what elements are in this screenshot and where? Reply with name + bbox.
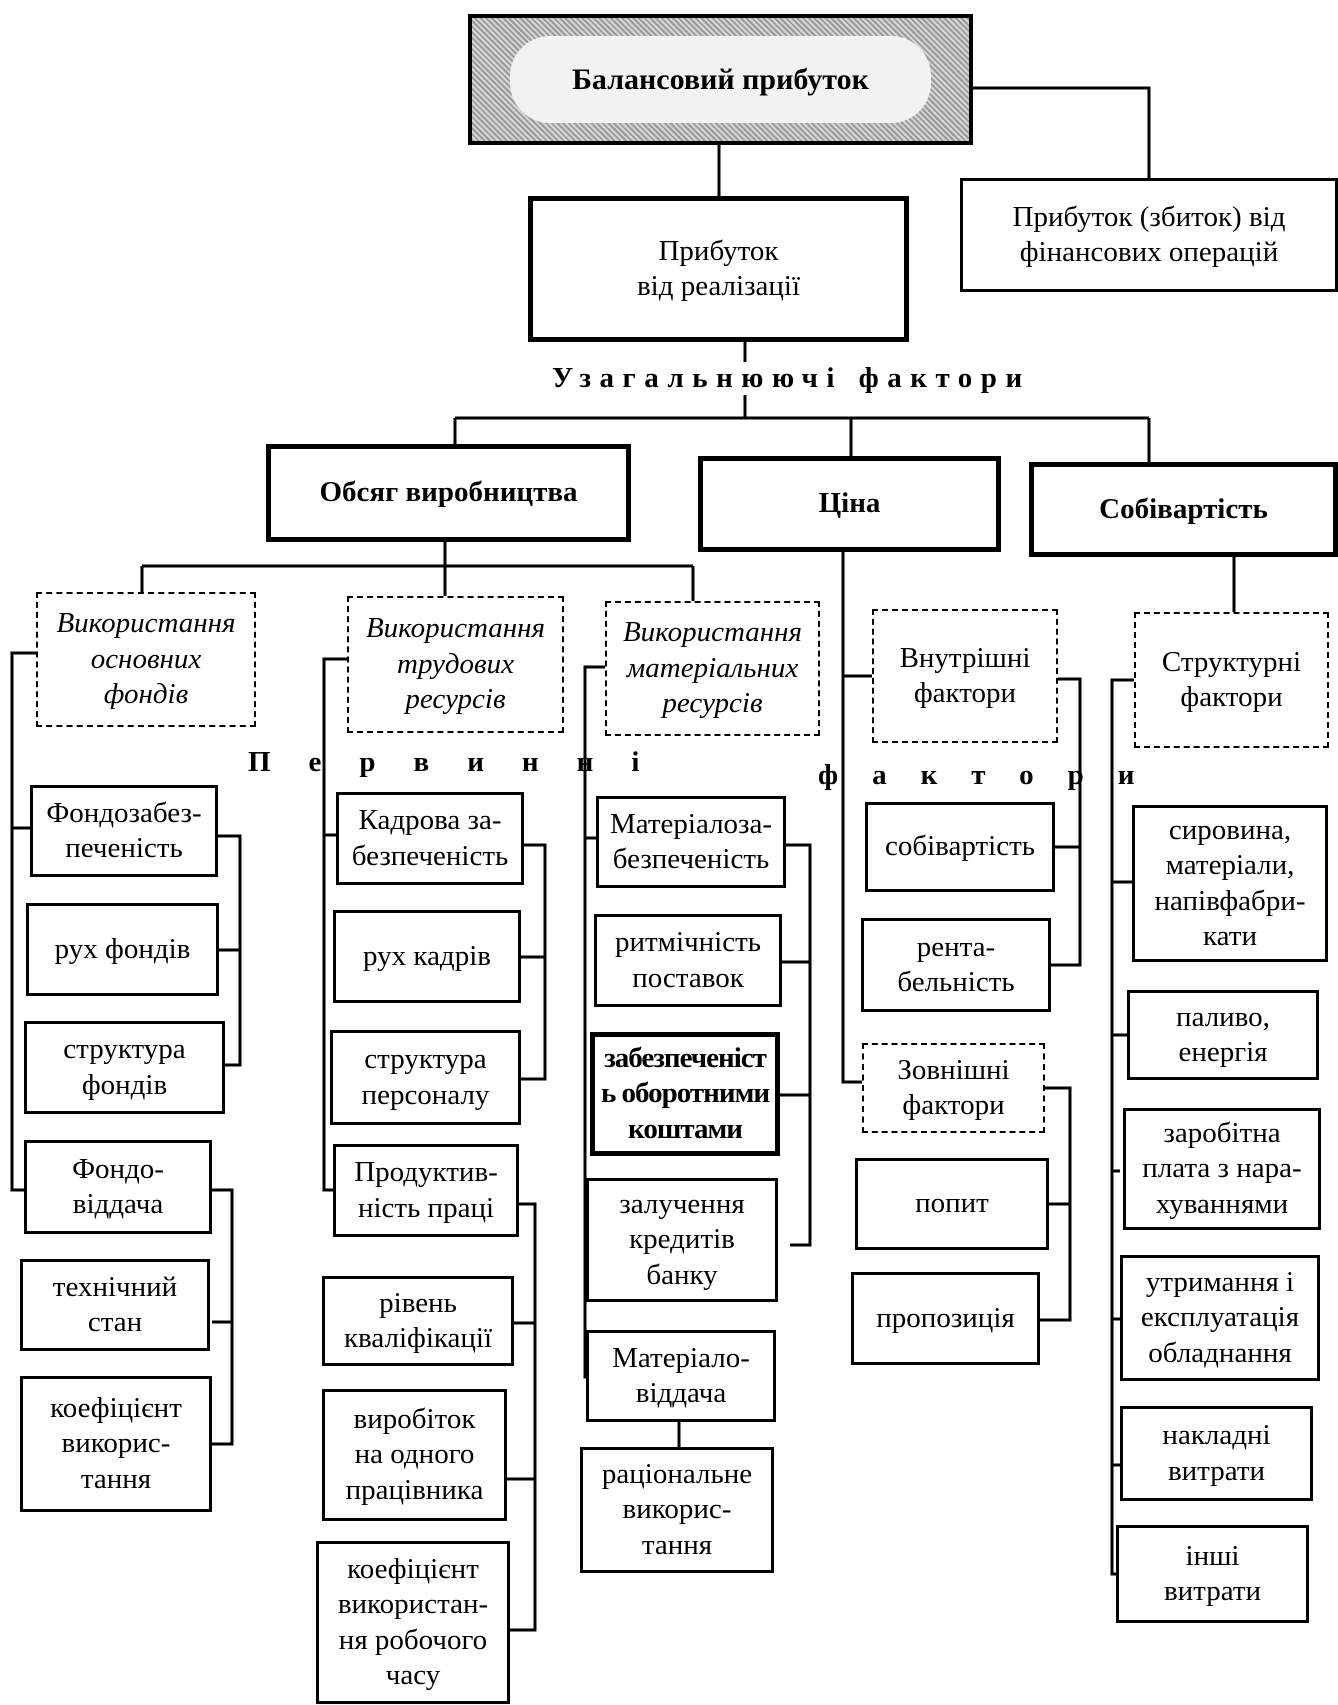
col2-item-5: виробіток на одного працівника <box>322 1389 507 1521</box>
volume-box: Обсяг виробництва <box>266 444 631 542</box>
external-factors-group: Зовнішні фактори <box>862 1043 1045 1133</box>
internal-factors-group: Внутрішні фактори <box>872 609 1058 743</box>
sales-profit-label: Прибуток від реалізації <box>636 234 801 302</box>
col2-item-2: структура персоналу <box>330 1030 521 1125</box>
primary-label-left: Первинні <box>248 746 678 778</box>
col2-item-4: рівень кваліфікації <box>322 1276 514 1366</box>
fixed-assets-group: Використання основних фондів <box>36 592 256 727</box>
labor-group: Використання трудових ресурсів <box>347 596 564 733</box>
col4-item-2: попит <box>855 1158 1049 1250</box>
col1-item-2: структура фондів <box>24 1021 225 1114</box>
price-box: Ціна <box>698 456 1001 552</box>
col5-item-3: утримання і експлуатація обладнання <box>1120 1255 1320 1381</box>
col3-item-5: раціональне викорис- тання <box>580 1447 774 1573</box>
balance-profit-title: Балансовий прибуток <box>510 36 931 123</box>
col1-item-0: Фондозабез- печеність <box>30 785 218 877</box>
col3-item-0: Матеріалоза- безпеченість <box>596 796 786 888</box>
col5-item-0: сировина, матеріали, напівфабри- кати <box>1132 805 1328 962</box>
balance-profit-box: Балансовий прибуток <box>468 14 973 145</box>
col5-item-1: паливо, енергія <box>1127 990 1319 1080</box>
col3-item-3: залучення кредитів банку <box>586 1178 778 1302</box>
generalizing-factors-label: Узагальнюючі фактори <box>548 362 1035 395</box>
col5-item-5: інші витрати <box>1116 1525 1309 1623</box>
col2-item-3: Продуктив- ність праці <box>333 1144 519 1237</box>
primary-label-right: фактори <box>818 759 1169 791</box>
sales-profit-box: Прибуток від реалізації <box>528 196 909 342</box>
col1-item-1: рух фондів <box>26 903 219 996</box>
col4-item-1: рента- бельність <box>861 918 1051 1012</box>
col3-item-2: забезпеченіст ь оборотними коштами <box>590 1032 780 1156</box>
col3-item-4: Матеріало- віддача <box>586 1330 776 1422</box>
col5-item-4: накладні витрати <box>1120 1406 1313 1501</box>
col1-item-3: Фондо- віддача <box>24 1140 212 1234</box>
col2-item-6: коефіцієнт використан- ня робочого часу <box>316 1541 510 1704</box>
col4-item-3: пропозиція <box>851 1272 1040 1365</box>
col1-item-4: технічний стан <box>20 1259 210 1351</box>
financial-ops-box: Прибуток (збиток) від фінансових операці… <box>960 178 1338 292</box>
structural-factors-group: Структурні фактори <box>1134 612 1329 748</box>
col2-item-0: Кадрова за- безпеченість <box>336 792 524 885</box>
col4-item-0: собівартість <box>865 802 1055 892</box>
col5-item-2: заробітна плата з нара- хуваннями <box>1123 1108 1321 1230</box>
col3-item-1: ритмічність поставок <box>594 914 782 1007</box>
col2-item-1: рух кадрів <box>333 910 521 1003</box>
col1-item-5: коефіцієнт викорис- тання <box>20 1376 212 1512</box>
cost-box: Собівартість <box>1029 462 1338 557</box>
materials-group: Використання матеріальних ресурсів <box>605 601 820 736</box>
financial-ops-label: Прибуток (збиток) від фінансових операці… <box>1012 200 1286 268</box>
